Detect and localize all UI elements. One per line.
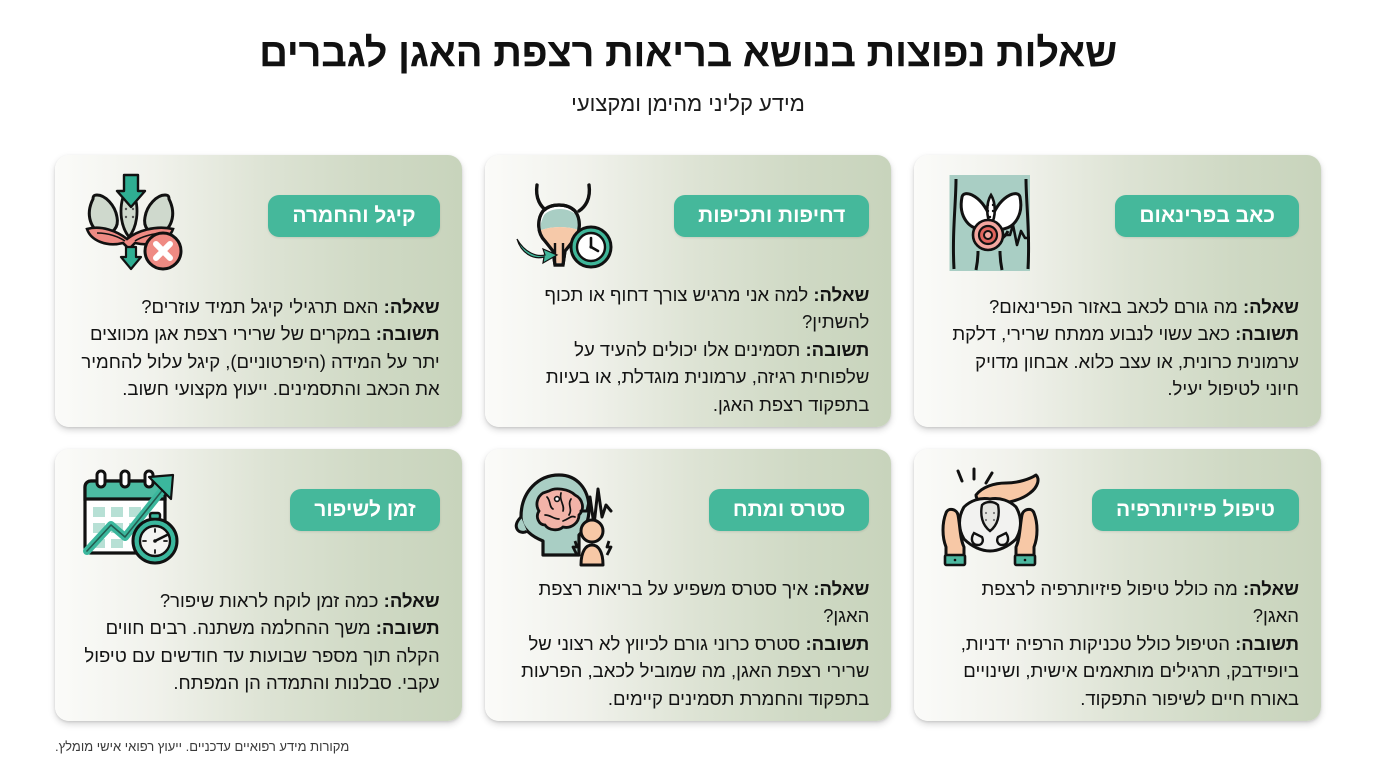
brain-stress-icon [507, 467, 615, 567]
page-subtitle: מידע קליני מהימן ומקצועי [571, 91, 805, 117]
pelvis-pain-icon [936, 173, 1044, 273]
card-question: שאלה: האם תרגילי קיגל תמיד עוזרים? [77, 293, 440, 320]
card-badge: דחיפות ותכיפות [674, 195, 870, 237]
calendar-progress-stopwatch-icon [77, 467, 185, 567]
card-header: קיגל והחמרה [77, 173, 440, 285]
faq-card[interactable]: קיגל והחמרה [55, 155, 462, 427]
page-title: שאלות נפוצות בנושא בריאות רצפת האגן לגבר… [259, 31, 1117, 75]
answer-label: תשובה: [1235, 632, 1299, 654]
card-answer: תשובה: כאב עשוי לנבוע ממתח שרירי, דלקת ע… [936, 320, 1299, 402]
bladder-clock-icon [507, 173, 615, 273]
answer-label: תשובה: [805, 632, 870, 654]
answer-text: תסמינים אלו יכולים להעיד על שלפוחית רגיז… [545, 338, 870, 415]
card-qa: שאלה: מה גורם לכאב באזור הפרינאום? תשובה… [936, 293, 1299, 403]
card-question: שאלה: למה אני מרגיש צורך דחוף או תכוף לה… [507, 281, 870, 336]
card-header: דחיפות ותכיפות [507, 173, 870, 273]
question-text: האם תרגילי קיגל תמיד עוזרים? [141, 296, 379, 317]
page-header: שאלות נפוצות בנושא בריאות רצפת האגן לגבר… [0, 0, 1376, 117]
footer: מקורות מידע רפואיים עדכניים. ייעוץ רפואי… [55, 739, 1321, 754]
card-header: כאב בפרינאום [936, 173, 1299, 285]
question-text: מה כולל טיפול פיזיותרפיה לרצפת האגן? [981, 578, 1299, 627]
card-qa: שאלה: האם תרגילי קיגל תמיד עוזרים? תשובה… [77, 293, 440, 403]
question-label: שאלה: [1242, 296, 1299, 317]
hands-pelvis-icon [936, 467, 1044, 567]
question-label: שאלה: [383, 590, 440, 611]
answer-text: משך ההחלמה משתנה. רבים חווים הקלה תוך מס… [84, 617, 440, 694]
card-answer: תשובה: הטיפול כולל טכניקות הרפיה ידניות,… [936, 630, 1299, 712]
footer-note: מקורות מידע רפואיים עדכניים. ייעוץ רפואי… [55, 739, 350, 754]
faq-card-grid: כאב בפרינאום [55, 155, 1321, 721]
card-header: טיפול פיזיותרפיה [936, 467, 1299, 567]
faq-card[interactable]: טיפול פיזיותרפיה [914, 449, 1321, 721]
card-badge: סטרס ומתח [708, 489, 870, 531]
card-answer: תשובה: במקרים של שרירי רצפת אגן מכווצים … [77, 320, 440, 402]
faq-card[interactable]: דחיפות ותכיפות [484, 155, 892, 427]
answer-label: תשובה: [1235, 323, 1299, 345]
card-qa: שאלה: איך סטרס משפיע על בריאות רצפת האגן… [507, 575, 870, 712]
question-label: שאלה: [383, 296, 440, 317]
card-question: שאלה: מה גורם לכאב באזור הפרינאום? [936, 293, 1299, 320]
answer-text: הטיפול כולל טכניקות הרפיה ידניות, ביופיד… [960, 632, 1299, 709]
answer-label: תשובה: [375, 617, 440, 639]
card-qa: שאלה: מה כולל טיפול פיזיותרפיה לרצפת האג… [936, 575, 1299, 712]
card-question: שאלה: כמה זמן לוקח לראות שיפור? [77, 587, 440, 614]
card-question: שאלה: איך סטרס משפיע על בריאות רצפת האגן… [507, 575, 870, 630]
question-label: שאלה: [813, 578, 870, 599]
card-answer: תשובה: תסמינים אלו יכולים להעיד על שלפוח… [507, 336, 870, 418]
card-badge: קיגל והחמרה [268, 195, 440, 237]
card-answer: תשובה: סטרס כרוני גורם לכיווץ לא רצוני ש… [507, 630, 870, 712]
question-label: שאלה: [813, 284, 870, 305]
card-badge: טיפול פיזיותרפיה [1092, 489, 1299, 531]
answer-text: סטרס כרוני גורם לכיווץ לא רצוני של שרירי… [521, 632, 870, 709]
question-text: למה אני מרגיש צורך דחוף או תכוף להשתין? [544, 284, 870, 333]
faq-card[interactable]: זמן לשיפור [55, 449, 462, 721]
answer-label: תשובה: [805, 338, 870, 360]
question-text: איך סטרס משפיע על בריאות רצפת האגן? [538, 578, 870, 627]
answer-text: כאב עשוי לנבוע ממתח שרירי, דלקת ערמונית … [952, 323, 1299, 400]
answer-label: תשובה: [375, 323, 440, 345]
card-qa: שאלה: כמה זמן לוקח לראות שיפור? תשובה: מ… [77, 587, 440, 697]
faq-card[interactable]: כאב בפרינאום [914, 155, 1321, 427]
card-badge: זמן לשיפור [290, 489, 440, 531]
question-text: כמה זמן לוקח לראות שיפור? [159, 590, 379, 611]
pelvis-pressure-x-icon [77, 173, 185, 273]
faq-card[interactable]: סטרס ומתח [484, 449, 892, 721]
card-header: זמן לשיפור [77, 467, 440, 579]
card-qa: שאלה: למה אני מרגיש צורך דחוף או תכוף לה… [507, 281, 870, 418]
card-question: שאלה: מה כולל טיפול פיזיותרפיה לרצפת האג… [936, 575, 1299, 630]
question-text: מה גורם לכאב באזור הפרינאום? [989, 296, 1238, 317]
card-answer: תשובה: משך ההחלמה משתנה. רבים חווים הקלה… [77, 614, 440, 696]
answer-text: במקרים של שרירי רצפת אגן מכווצים יתר על … [81, 323, 440, 400]
card-badge: כאב בפרינאום [1115, 195, 1299, 237]
question-label: שאלה: [1242, 578, 1299, 599]
card-header: סטרס ומתח [507, 467, 870, 567]
